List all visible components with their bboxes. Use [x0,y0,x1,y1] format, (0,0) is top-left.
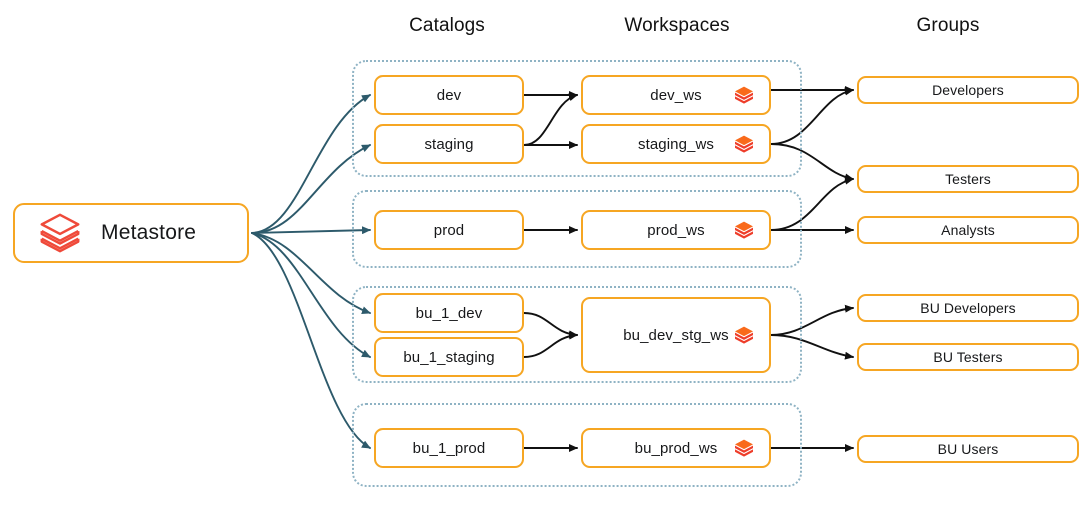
group-node-label: Developers [932,82,1004,98]
metastore-label: Metastore [101,221,197,244]
workspace-node-label: dev_ws [650,86,702,104]
catalog-node-bu_1_dev[interactable]: bu_1_dev [374,293,524,333]
group-node-label: Testers [945,171,991,187]
group-node-label: BU Testers [933,349,1003,365]
group-node-analysts[interactable]: Analysts [857,216,1079,244]
catalog-node-label: bu_1_dev [415,304,483,322]
column-header-groups: Groups [916,15,980,36]
catalog-node-dev[interactable]: dev [374,75,524,115]
catalog-node-label: prod [433,221,465,239]
catalog-node-staging[interactable]: staging [374,124,524,164]
catalog-node-label: staging [424,135,474,153]
group-node-label: BU Users [937,441,999,457]
workspace-node-label: staging_ws [637,135,715,153]
workspace-node-bu_prod_ws[interactable]: bu_prod_ws [581,428,771,468]
workspace-node-label: bu_dev_stg_ws [623,326,729,344]
workspace-node-label: prod_ws [647,221,705,239]
catalog-node-label: bu_1_staging [403,348,495,366]
catalog-node-label: bu_1_prod [412,439,486,457]
workspace-node-label: bu_prod_ws [634,439,718,457]
databricks-workspace-icon [733,219,755,241]
group-node-bu_testers[interactable]: BU Testers [857,343,1079,371]
group-node-developers[interactable]: Developers [857,76,1079,104]
workspace-node-prod_ws[interactable]: prod_ws [581,210,771,250]
catalog-node-prod[interactable]: prod [374,210,524,250]
catalog-node-bu_1_staging[interactable]: bu_1_staging [374,337,524,377]
group-node-label: Analysts [941,222,995,238]
catalog-node-bu_1_prod[interactable]: bu_1_prod [374,428,524,468]
workspace-node-bu_dev_stg_ws[interactable]: bu_dev_stg_ws [581,297,771,373]
catalog-node-label: dev [436,86,462,104]
workspace-node-dev_ws[interactable]: dev_ws [581,75,771,115]
column-header-catalogs: Catalogs [409,15,485,36]
databricks-workspace-icon [733,84,755,106]
databricks-workspace-icon [733,324,755,346]
group-node-bu_developers[interactable]: BU Developers [857,294,1079,322]
group-node-bu_users[interactable]: BU Users [857,435,1079,463]
databricks-workspace-icon [733,133,755,155]
workspace-node-staging_ws[interactable]: staging_ws [581,124,771,164]
metastore-node[interactable]: Metastore [13,203,249,263]
group-node-label: BU Developers [920,300,1016,316]
group-node-testers[interactable]: Testers [857,165,1079,193]
column-header-workspaces: Workspaces [624,15,730,36]
databricks-stacked-layers-outline-icon [37,210,83,256]
databricks-workspace-icon [733,437,755,459]
